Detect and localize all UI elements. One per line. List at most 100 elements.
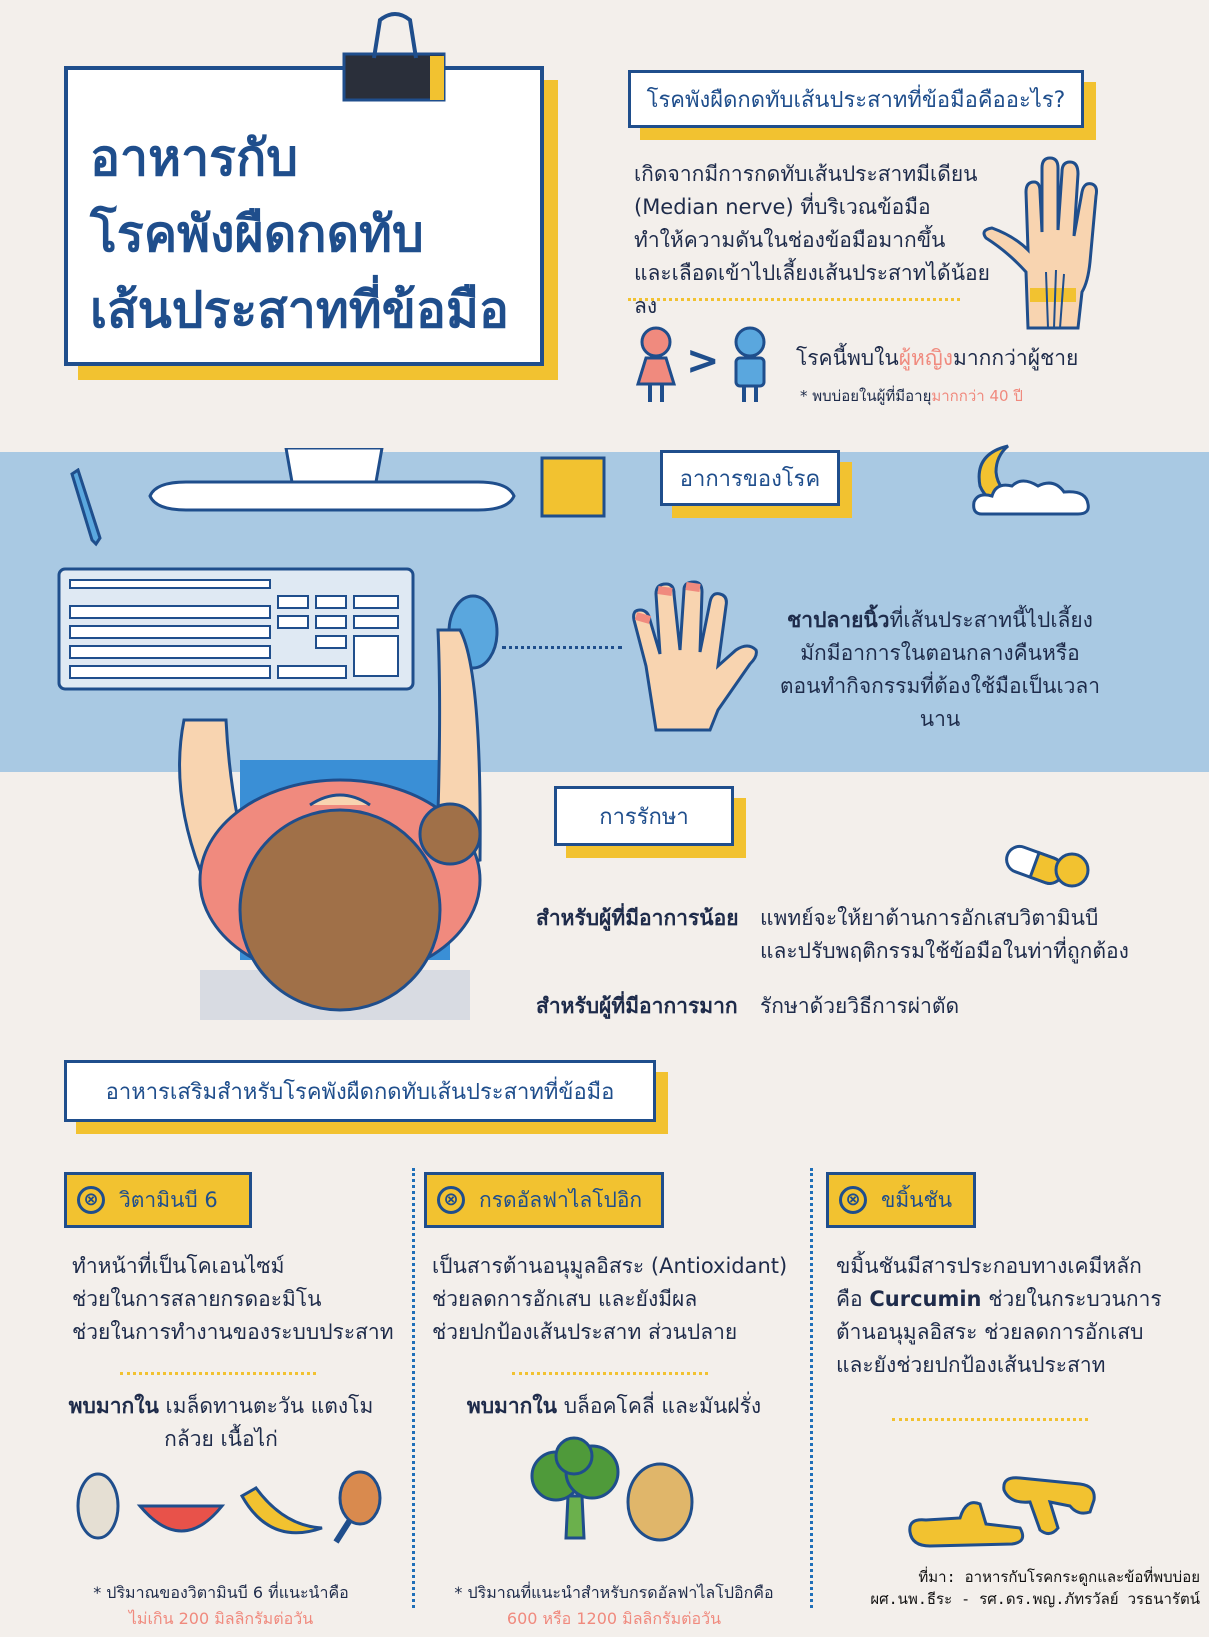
ala-name: กรดอัลฟาไลโปอิก — [479, 1187, 643, 1212]
mild-line-2: และปรับพฤติกรรมใช้ข้อมือในท่าที่ถูกต้อง — [760, 939, 1129, 963]
mild-line-1: แพทย์จะให้ยาต้านการอักเสบวิตามินบี — [760, 906, 1099, 930]
ala-found-bold: พบมากใน — [466, 1394, 557, 1418]
wrist-hand-icon — [982, 156, 1098, 330]
b6-found-line-1: พบมากใน เมล็ดทานตะวัน แตงโม — [56, 1390, 386, 1423]
greater-than-symbol: > — [686, 338, 720, 384]
b6-found-foods-2: กล้วย เนื้อไก่ — [164, 1427, 278, 1451]
moon-cloud-icon — [972, 444, 1090, 516]
question-answer: เกิดจากมีการกดทับเส้นประสาทมีเดียน (Medi… — [634, 158, 994, 323]
age-note-pre: * พบบ่อยในผู้ที่มีอายุ — [800, 387, 932, 405]
age-note: * พบบ่อยในผู้ที่มีอายุมากกว่า 40 ปี — [800, 384, 1023, 408]
hand-connector-line — [502, 646, 622, 649]
column-divider-2 — [810, 1168, 813, 1608]
potato-icon — [626, 1462, 694, 1542]
banana-icon — [239, 1486, 323, 1535]
boy-icon — [734, 326, 766, 402]
title-card: อาหารกับ โรคพังผืดกดทับ เส้นประสาทที่ข้อ… — [64, 66, 544, 366]
gender-women: ผู้หญิง — [898, 346, 954, 370]
ala-note: * ปริมาณที่แนะนำสำหรับกรดอัลฟาไลโปอิกคือ… — [414, 1580, 814, 1632]
b6-found-in: พบมากใน เมล็ดทานตะวัน แตงโม กล้วย เนื้อไ… — [56, 1390, 386, 1456]
girl-icon — [635, 326, 677, 402]
vitamin-b6-name: วิตามินบี 6 — [119, 1187, 218, 1212]
cross-circle-icon: ⊗ — [437, 1186, 465, 1214]
gender-post: มากกว่าผู้ชาย — [953, 346, 1079, 370]
question-box: โรคพังผืดกดทับเส้นประสาทที่ข้อมือคืออะไร… — [628, 70, 1084, 128]
answer-line-2: (Median nerve) ที่บริเวณข้อมือ — [634, 195, 931, 219]
b6-line-3: ช่วยในการทำงานของระบบประสาท — [72, 1320, 394, 1344]
ala-note-line-1: * ปริมาณที่แนะนำสำหรับกรดอัลฟาไลโปอิกคือ — [454, 1583, 774, 1602]
severe-text: รักษาด้วยวิธีการผ่าตัด — [760, 994, 960, 1018]
b6-foods-icons — [76, 1470, 382, 1544]
cross-circle-icon: ⊗ — [839, 1186, 867, 1214]
b6-note: * ปริมาณของวิตามินบี 6 ที่แนะนำคือ ไม่เก… — [56, 1580, 386, 1632]
symptoms-line-3: ตอนทำกิจกรรมที่ต้องใช้มือเป็นเวลานาน — [779, 674, 1101, 731]
page-title-line2: โรคพังผืดกดทับ — [90, 205, 424, 263]
question-heading: โรคพังผืดกดทับเส้นประสาทที่ข้อมือคืออะไร… — [646, 87, 1066, 113]
b6-line-1: ทำหน้าที่เป็นโคเอนไซม์ — [72, 1254, 285, 1278]
pill-capsule-icon — [1005, 844, 1090, 888]
turmeric-root-icon — [908, 1476, 1096, 1548]
gender-statement: โรคนี้พบในผู้หญิงมากกว่าผู้ชาย — [796, 342, 1078, 375]
treatment-severe: สำหรับผู้ที่มีอาการมาก รักษาด้วยวิธีการผ่… — [536, 990, 1136, 1023]
turmeric-line-1: ขมิ้นชันมีสารประกอบทางเคมีหลัก — [836, 1254, 1142, 1278]
person-at-desk-illustration — [178, 628, 482, 1020]
page-title-line1: อาหารกับ — [90, 129, 299, 187]
turmeric-tag: ⊗ ขมิ้นชัน — [826, 1172, 976, 1228]
ala-line-2: ช่วยลดการอักเสบ และยังมีผล — [432, 1287, 698, 1311]
symptoms-label: อาการของโรค — [660, 450, 840, 506]
ala-tag: ⊗ กรดอัลฟาไลโปอิก — [424, 1172, 664, 1228]
turmeric-l2-pre: คือ — [836, 1287, 863, 1311]
age-note-age: มากกว่า 40 ปี — [931, 387, 1023, 405]
b6-note-line-1: * ปริมาณของวิตามินบี 6 ที่แนะนำคือ — [93, 1583, 349, 1602]
chicken-leg-icon — [333, 1470, 382, 1544]
binder-clip-icon — [342, 12, 446, 102]
divider-1 — [628, 298, 960, 301]
b6-line-2: ช่วยในการสลายกรดอะมิโน — [72, 1287, 322, 1311]
symptoms-line-1-rest: ที่เส้นประสาทนี้ไปเลี้ยง — [889, 608, 1093, 632]
vitamin-b6-description: ทำหน้าที่เป็นโคเอนไซม์ ช่วยในการสลายกรดอ… — [72, 1250, 402, 1349]
broccoli-icon — [530, 1436, 620, 1540]
turmeric-l2-bold: Curcumin — [869, 1287, 982, 1311]
b6-found-foods-1: เมล็ดทานตะวัน แตงโม — [165, 1394, 374, 1418]
turmeric-line-4: และยังช่วยปกป้องเส้นประสาท — [836, 1353, 1106, 1377]
treatment-mild: สำหรับผู้ที่มีอาการน้อย แพทย์จะให้ยาต้านก… — [536, 902, 1136, 968]
ala-description: เป็นสารต้านอนุมูลอิสระ (Antioxidant) ช่ว… — [432, 1250, 802, 1349]
symptoms-line-1: ชาปลายนิ้วที่เส้นประสาทนี้ไปเลี้ยง — [760, 604, 1120, 637]
source-credit: ที่มา: อาหารกับโรคกระดูกและข้อที่พบบ่อย … — [800, 1566, 1200, 1610]
ala-line-3: ช่วยปกป้องเส้นประสาท ส่วนปลาย — [432, 1320, 738, 1344]
answer-line-1: เกิดจากมีการกดทับเส้นประสาทมีเดียน — [634, 162, 978, 186]
watermelon-icon — [136, 1504, 226, 1533]
treatment-label: การรักษา — [554, 786, 734, 846]
numb-hand-icon — [632, 580, 758, 732]
sunflower-seed-icon — [76, 1472, 120, 1540]
answer-line-3: ทำให้ความดันในช่องข้อมือมากขึ้น — [634, 228, 946, 252]
supplements-heading: อาหารเสริมสำหรับโรคพังผืดกดทับเส้นประสาท… — [64, 1060, 656, 1122]
turmeric-l2-post: ช่วยในกระบวนการ — [988, 1287, 1162, 1311]
page-title-line3: เส้นประสาทที่ข้อมือ — [90, 281, 509, 339]
turmeric-name: ขมิ้นชัน — [881, 1187, 953, 1212]
symptoms-line-2: มักมีอาการในตอนกลางคืนหรือ — [800, 641, 1080, 665]
b6-found-bold: พบมากใน — [68, 1394, 159, 1418]
ala-divider — [512, 1372, 708, 1375]
ala-found-foods: บล็อคโคลี่ และมันฝรั่ง — [563, 1394, 762, 1418]
turmeric-description: ขมิ้นชันมีสารประกอบทางเคมีหลัก คือ Curcu… — [836, 1250, 1186, 1382]
b6-note-line-2: ไม่เกิน 200 มิลลิกรัมต่อวัน — [128, 1609, 314, 1628]
vitamin-b6-tag: ⊗ วิตามินบี 6 — [64, 1172, 252, 1228]
sticky-note-icon — [540, 456, 606, 518]
ala-line-1: เป็นสารต้านอนุมูลอิสระ (Antioxidant) — [432, 1254, 788, 1278]
turmeric-divider — [892, 1418, 1088, 1421]
ala-foods-icons — [530, 1436, 694, 1542]
symptoms-text: ชาปลายนิ้วที่เส้นประสาทนี้ไปเลี้ยง มักมี… — [760, 604, 1120, 736]
ala-note-line-2: 600 หรือ 1200 มิลลิกรัมต่อวัน — [506, 1609, 722, 1628]
symptoms-bold: ชาปลายนิ้ว — [787, 608, 890, 632]
mild-label: สำหรับผู้ที่มีอาการน้อย — [536, 906, 739, 930]
turmeric-line-3: ต้านอนุมูลอิสระ ช่วยลดการอักเสบ — [836, 1320, 1144, 1344]
monitor-icon — [148, 448, 516, 512]
answer-line-4: และเลือดเข้าไปเลี้ยงเส้นประสาทได้น้อยลง — [634, 261, 990, 318]
b6-divider — [120, 1372, 316, 1375]
ala-found-in: พบมากใน บล็อคโคลี่ และมันฝรั่ง — [424, 1390, 804, 1423]
cross-circle-icon: ⊗ — [77, 1186, 105, 1214]
severe-label: สำหรับผู้ที่มีอาการมาก — [536, 994, 738, 1018]
pen-icon — [70, 468, 102, 547]
source-line-1: ที่มา: อาหารกับโรคกระดูกและข้อที่พบบ่อย — [918, 1568, 1200, 1586]
